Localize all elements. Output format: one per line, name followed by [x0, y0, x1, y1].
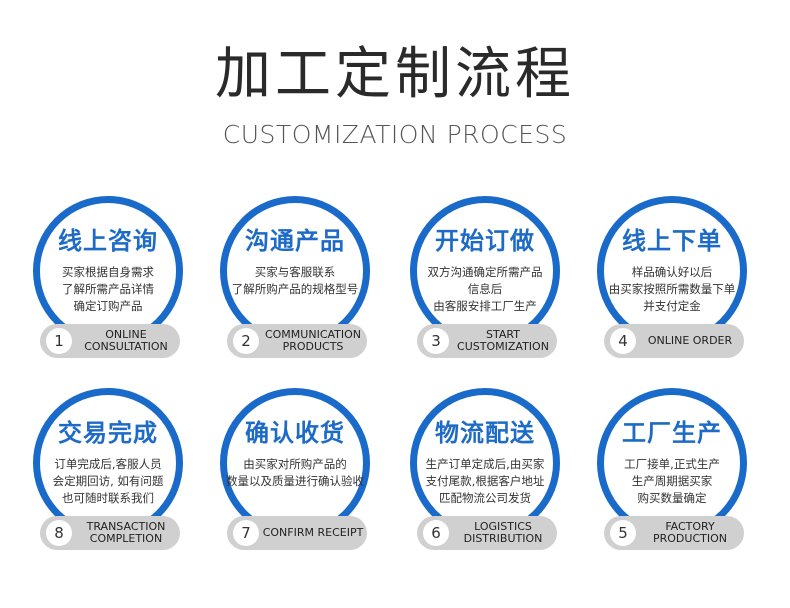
step-description-line: 购买数量确定 — [637, 491, 707, 505]
step-label-pill: 1 ONLINE CONSULTATION — [40, 324, 180, 358]
step-description: 双方沟通确定所需产品 信息后 由客服安排工厂生产 — [402, 264, 568, 315]
step-card-5: 工厂生产 工厂接单,正式生产 生产周期据买家 购买数量确定 5 FACTORY … — [597, 388, 747, 550]
step-label-pill: 7 CONFIRM RECEIPT — [227, 516, 367, 550]
step-label-pill: 2 COMMUNICATION PRODUCTS — [227, 324, 367, 358]
step-ring — [410, 196, 560, 346]
step-description: 订单完成后,客服人员 会定期回访, 如有问题 也可随时联系我们 — [25, 456, 191, 507]
step-description-line: 由买家对所购产品的 — [243, 457, 347, 471]
step-description-line: 样品确认好以后 — [631, 265, 713, 279]
step-label-pill: 5 FACTORY PRODUCTION — [604, 516, 744, 550]
step-label-pill: 8 TRANSACTION COMPLETION — [40, 516, 180, 550]
step-english-label-line: CONFIRM RECEIPT — [262, 526, 364, 539]
step-english-label-line: LOGISTICS — [474, 520, 532, 533]
step-english-label-line: TRANSACTION — [86, 520, 166, 533]
step-description: 由买家对所购产品的 数量以及质量进行确认验收 — [212, 456, 378, 490]
step-description: 买家根据自身需求 了解所需产品详情 确定订购产品 — [25, 264, 191, 315]
step-title: 线上下单 — [622, 227, 722, 255]
step-description-line: 买家根据自身需求 — [62, 265, 154, 279]
step-description-line: 也可随时联系我们 — [62, 491, 154, 505]
step-description-line: 双方沟通确定所需产品 — [427, 265, 543, 279]
step-description-line: 支付尾款,根据客户地址 — [425, 474, 545, 488]
step-description-line: 工厂接单,正式生产 — [624, 457, 720, 471]
step-card-2: 沟通产品 买家与客服联系 了解所购产品的规格型号 2 COMMUNICATION… — [220, 196, 370, 358]
step-number: 6 — [423, 520, 449, 546]
step-english-label-line: DISTRIBUTION — [463, 532, 543, 545]
step-title: 确认收货 — [245, 419, 345, 447]
step-title: 交易完成 — [58, 419, 158, 447]
step-description-line: 生产订单定成后,由买家 — [425, 457, 545, 471]
step-card-4: 线上下单 样品确认好以后 由买家按照所需数量下单 并支付定金 4 ONLINE … — [597, 196, 747, 358]
step-english-label-line: ONLINE — [105, 328, 147, 341]
step-label-pill: 3 START CUSTOMIZATION — [417, 324, 557, 358]
step-number: 8 — [46, 520, 72, 546]
step-title: 工厂生产 — [622, 419, 722, 447]
step-description: 工厂接单,正式生产 生产周期据买家 购买数量确定 — [589, 456, 755, 507]
step-description-line: 由客服安排工厂生产 — [433, 299, 537, 313]
step-description-line: 买家与客服联系 — [254, 265, 336, 279]
step-number: 2 — [233, 328, 259, 354]
step-ring — [33, 196, 183, 346]
step-description-line: 数量以及质量进行确认验收 — [226, 474, 364, 488]
page-title: 加工定制流程 — [215, 42, 575, 107]
step-english-label: FACTORY PRODUCTION — [640, 516, 740, 550]
step-card-8: 交易完成 订单完成后,客服人员 会定期回访, 如有问题 也可随时联系我们 8 T… — [33, 388, 183, 550]
step-title: 线上咨询 — [58, 227, 158, 255]
step-description-line: 信息后 — [467, 282, 503, 296]
step-label-pill: 6 LOGISTICS DISTRIBUTION — [417, 516, 557, 550]
step-english-label-line: CUSTOMIZATION — [457, 340, 549, 353]
step-description-line: 由买家按照所需数量下单 — [608, 282, 736, 296]
step-number: 4 — [610, 328, 636, 354]
step-english-label-line: ONLINE ORDER — [647, 334, 733, 347]
step-description: 样品确认好以后 由买家按照所需数量下单 并支付定金 — [589, 264, 755, 315]
step-card-3: 开始订做 双方沟通确定所需产品 信息后 由客服安排工厂生产 3 START CU… — [410, 196, 560, 358]
step-english-label: COMMUNICATION PRODUCTS — [263, 324, 363, 358]
step-english-label: START CUSTOMIZATION — [453, 324, 553, 358]
step-english-label-line: COMMUNICATION — [264, 328, 362, 341]
step-english-label: ONLINE ORDER — [640, 324, 740, 358]
step-english-label-line: START — [486, 328, 520, 341]
step-title: 开始订做 — [435, 227, 535, 255]
step-label-pill: 4 ONLINE ORDER — [604, 324, 744, 358]
step-description-line: 匹配物流公司发货 — [439, 491, 531, 505]
step-english-label: TRANSACTION COMPLETION — [76, 516, 176, 550]
step-english-label-line: COMPLETION — [89, 532, 163, 545]
step-description-line: 会定期回访, 如有问题 — [52, 474, 164, 488]
step-english-label-line: PRODUCTION — [653, 532, 727, 545]
step-english-label-line: FACTORY — [665, 520, 715, 533]
step-card-1: 线上咨询 买家根据自身需求 了解所需产品详情 确定订购产品 1 ONLINE C… — [33, 196, 183, 358]
step-title: 物流配送 — [435, 419, 535, 447]
step-number: 5 — [610, 520, 636, 546]
step-english-label-line: CONSULTATION — [84, 340, 168, 353]
step-description-line: 生产周期据买家 — [631, 474, 713, 488]
step-english-label: CONFIRM RECEIPT — [262, 516, 364, 550]
step-title: 沟通产品 — [245, 227, 345, 255]
step-description-line: 确定订购产品 — [73, 299, 143, 313]
step-description-line: 了解所需产品详情 — [62, 282, 154, 296]
step-number: 1 — [46, 328, 72, 354]
step-description: 生产订单定成后,由买家 支付尾款,根据客户地址 匹配物流公司发货 — [402, 456, 568, 507]
step-description-line: 订单完成后,客服人员 — [54, 457, 162, 471]
step-english-label: LOGISTICS DISTRIBUTION — [453, 516, 553, 550]
step-number: 7 — [233, 520, 259, 546]
step-english-label-line: PRODUCTS — [282, 340, 344, 353]
step-english-label: ONLINE CONSULTATION — [76, 324, 176, 358]
step-card-6: 物流配送 生产订单定成后,由买家 支付尾款,根据客户地址 匹配物流公司发货 6 … — [410, 388, 560, 550]
step-description-line: 并支付定金 — [643, 299, 701, 313]
step-description-line: 了解所购产品的规格型号 — [231, 282, 359, 296]
step-card-7: 确认收货 由买家对所购产品的 数量以及质量进行确认验收 7 CONFIRM RE… — [220, 388, 370, 550]
step-description: 买家与客服联系 了解所购产品的规格型号 — [212, 264, 378, 298]
page-subtitle: CUSTOMIZATION PROCESS — [222, 120, 568, 149]
step-number: 3 — [423, 328, 449, 354]
step-ring — [597, 388, 747, 538]
